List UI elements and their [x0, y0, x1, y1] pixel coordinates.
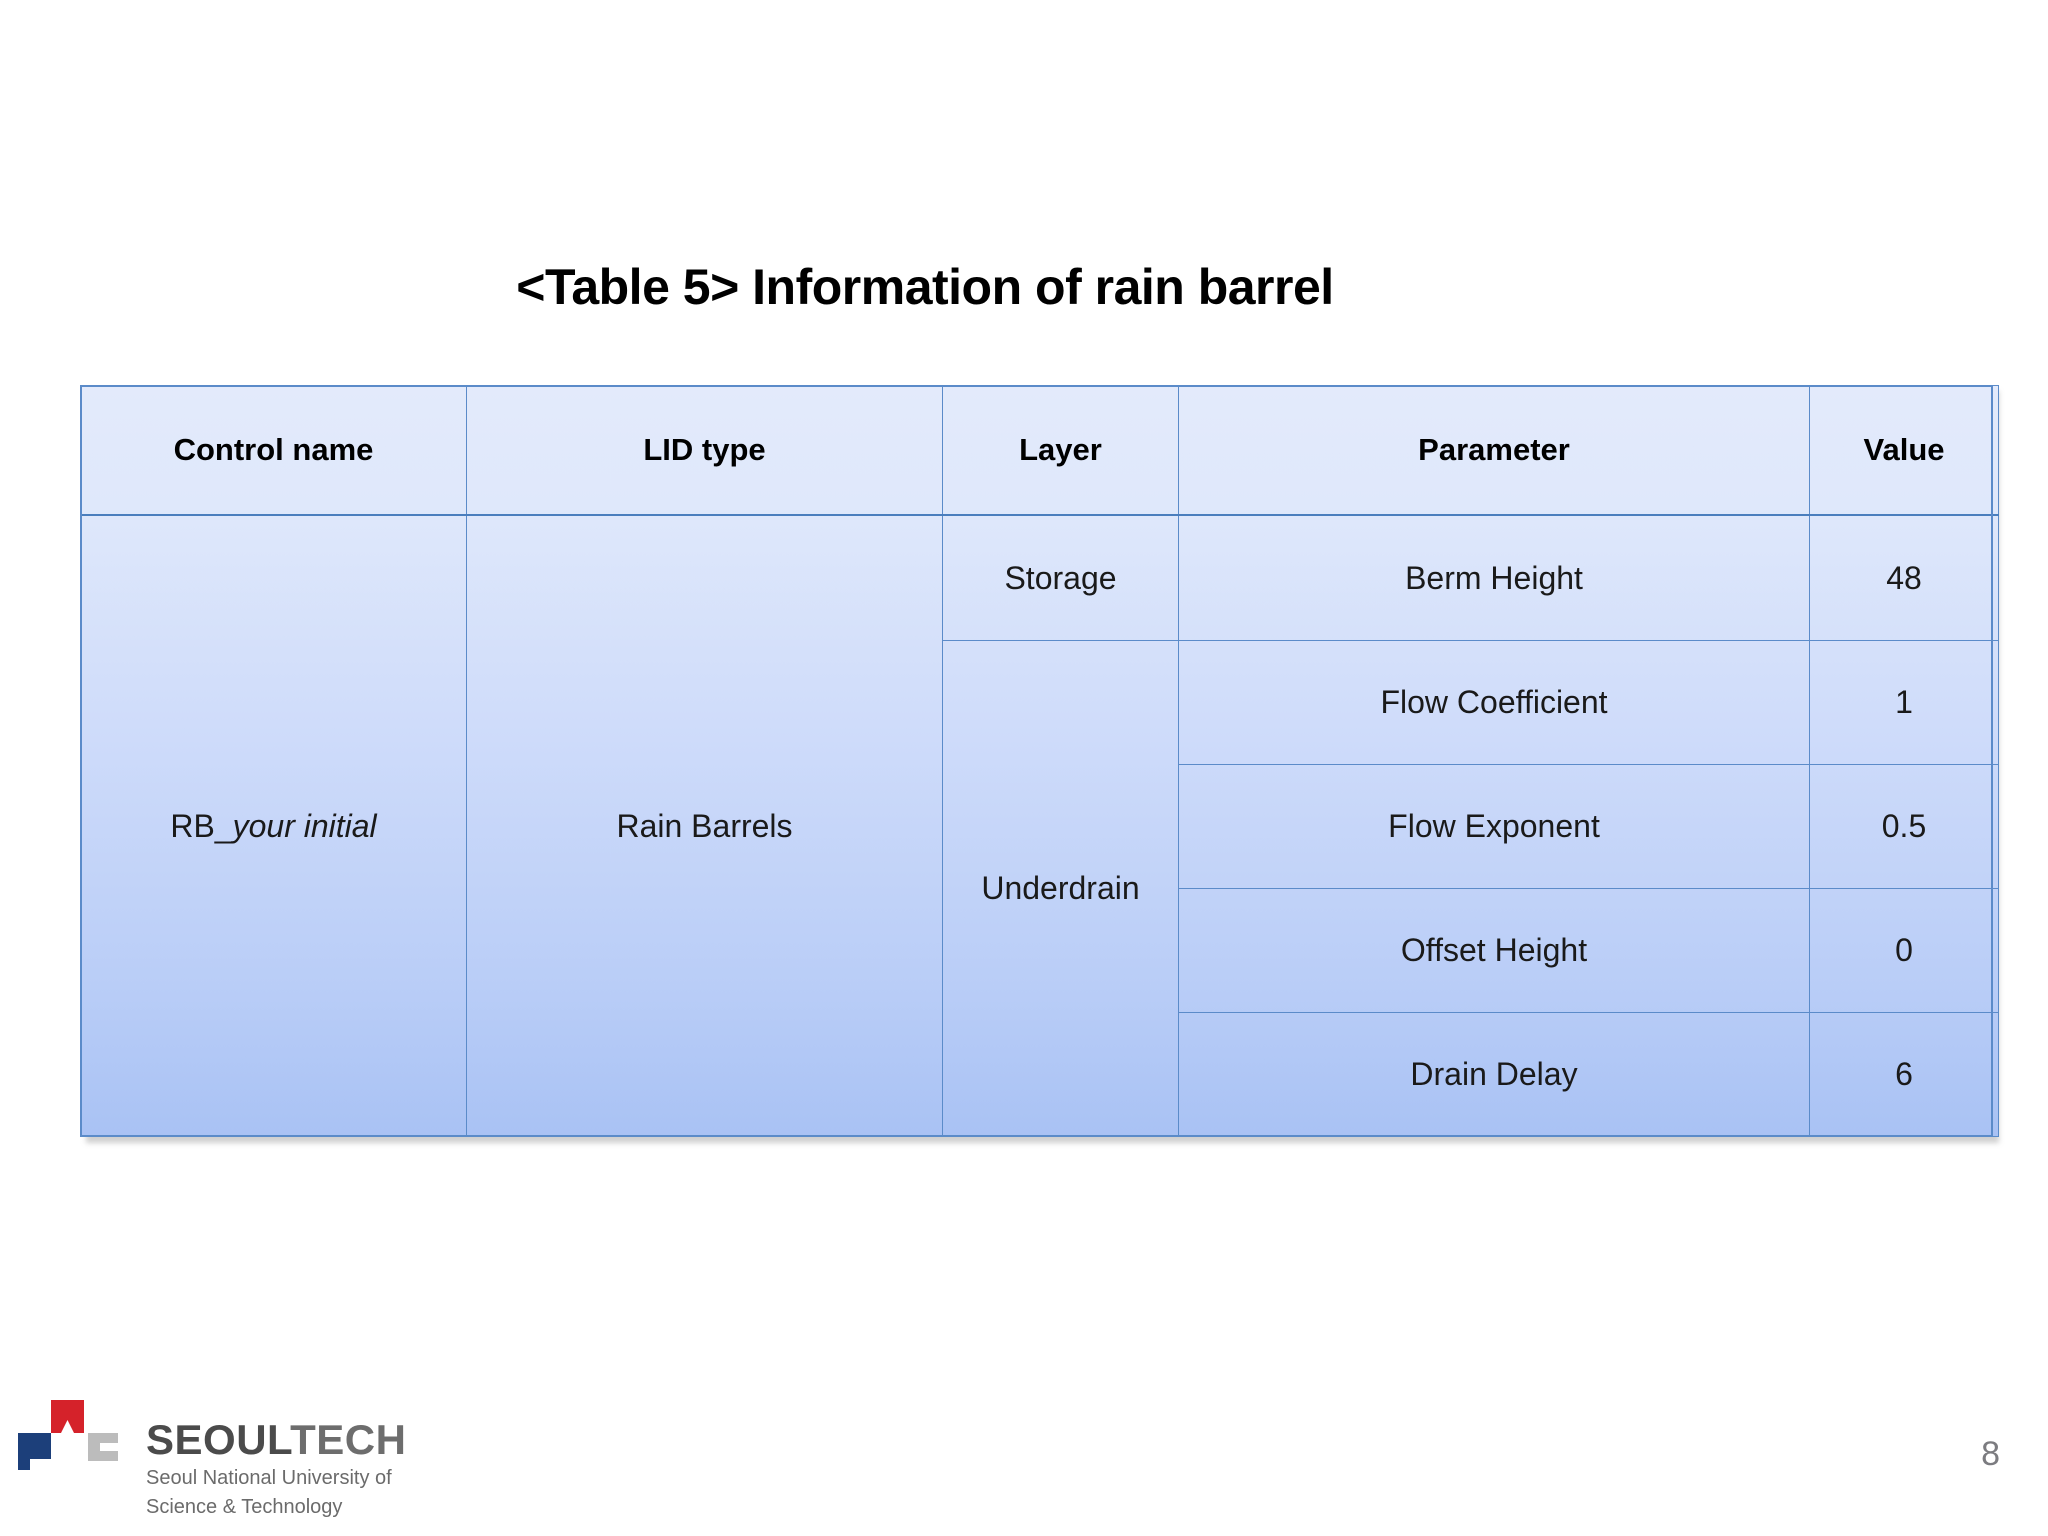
table-row: Offset Height 0	[81, 888, 1999, 1013]
table-header-row: Control name LID type Layer Parameter Va…	[80, 385, 1999, 516]
cell-layer-storage: Storage	[942, 514, 1179, 642]
column-header-parameter: Parameter	[1178, 385, 1810, 516]
column-header-value: Value	[1809, 385, 1999, 516]
cell-value: 1	[1809, 640, 1999, 766]
cell-value: 6	[1809, 1012, 1999, 1137]
page-number: 8	[1981, 1435, 2000, 1473]
cell-value: 48	[1809, 514, 1999, 642]
cell-parameter: Drain Delay	[1178, 1012, 1810, 1137]
logo-subtitle-line-1: Seoul National University of	[146, 1467, 392, 1489]
column-header-lid-type: LID type	[466, 385, 943, 516]
cell-parameter: Berm Height	[1178, 514, 1810, 642]
seoultech-logo: SEOULTECH Seoul National University of S…	[18, 1398, 448, 1528]
seoultech-wordmark: SEOULTECH Seoul National University of S…	[146, 1418, 406, 1520]
cell-lid-type: Rain Barrels	[466, 514, 943, 1137]
logo-word-tech: TECH	[290, 1416, 407, 1463]
cell-value: 0.5	[1809, 764, 1999, 890]
rain-barrel-table-container: Control name LID type Layer Parameter Va…	[80, 385, 1999, 1137]
cell-parameter: Offset Height	[1178, 888, 1810, 1013]
seoultech-emblem-icon	[18, 1400, 138, 1478]
column-header-layer: Layer	[942, 385, 1179, 516]
rain-barrel-table: Control name LID type Layer Parameter Va…	[80, 385, 1999, 1137]
table-row: Drain Delay 6	[81, 1012, 1999, 1137]
cell-layer-underdrain: Underdrain	[942, 640, 1179, 1137]
cell-parameter: Flow Coefficient	[1178, 640, 1810, 766]
table-row: Flow Exponent 0.5	[81, 764, 1999, 890]
cell-parameter: Flow Exponent	[1178, 764, 1810, 890]
control-name-prefix: RB_	[170, 807, 233, 844]
control-name-italic: your initial	[232, 807, 377, 844]
logo-word-seoul: SEOUL	[146, 1416, 291, 1463]
cell-control-name: RB_your initial	[80, 514, 467, 1137]
table-row: Underdrain Flow Coefficient 1	[81, 640, 1999, 1137]
cell-value: 0	[1809, 888, 1999, 1013]
column-header-control-name: Control name	[80, 385, 467, 516]
table-row: RB_your initial Rain Barrels Storage Ber…	[80, 514, 1999, 1137]
page-title: <Table 5> Information of rain barrel	[516, 259, 1334, 315]
logo-subtitle-line-2: Science & Technology	[146, 1496, 343, 1518]
logo-wordmark-line: SEOULTECH	[146, 1416, 406, 1463]
